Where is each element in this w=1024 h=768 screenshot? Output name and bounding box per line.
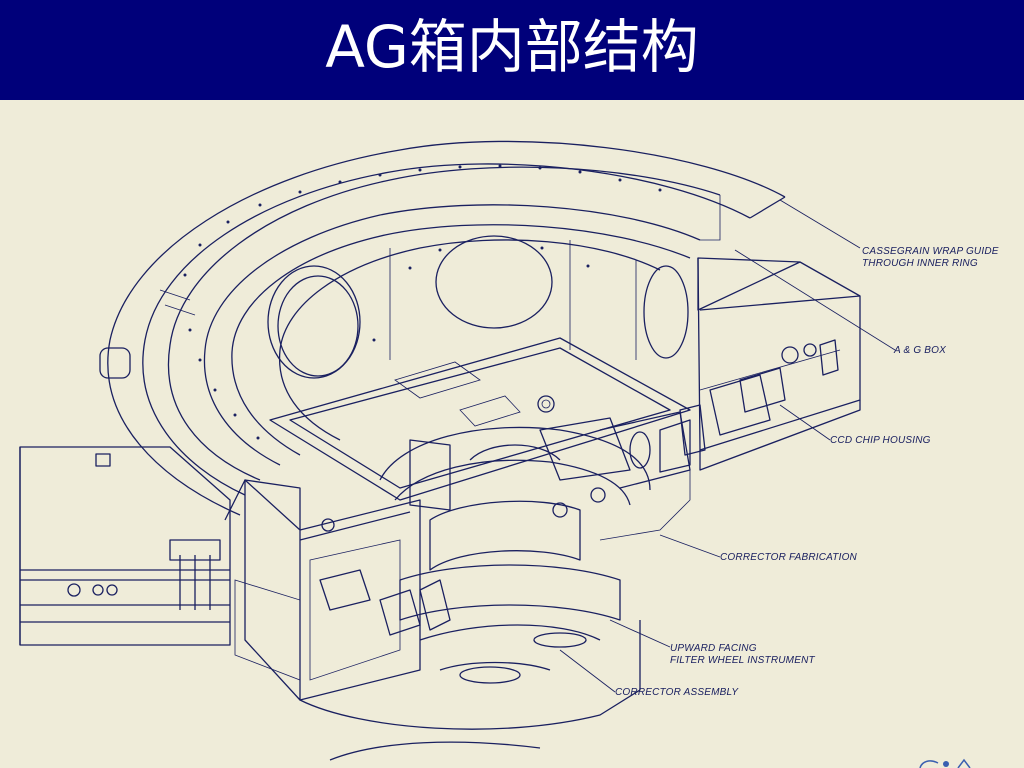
callout-line: THROUGH INNER RING [862, 258, 978, 269]
callout-ccd-chip-housing: CCD CHIP HOUSING [830, 435, 931, 447]
base-plate [269, 337, 691, 501]
slide-title: AG箱内部结构 [325, 13, 699, 81]
callout-line: CASSEGRAIN WRAP GUIDE [862, 246, 999, 257]
inner-ring [267, 235, 689, 441]
technical-drawing [0, 100, 1024, 768]
callout-line: CORRECTOR ASSEMBLY [615, 687, 739, 698]
outer-ring [107, 140, 786, 516]
callout-line: CCD CHIP HOUSING [830, 435, 931, 446]
callout-line: CORRECTOR FABRICATION [720, 552, 857, 563]
electronics-box [19, 347, 231, 646]
callout-ag-box: A & G BOX [894, 345, 946, 357]
callout-filter-wheel: UPWARD FACING FILTER WHEEL INSTRUMENT [670, 643, 815, 667]
viewport-left [267, 265, 361, 379]
callout-line: A & G BOX [894, 345, 947, 356]
leader-lines [559, 199, 896, 693]
callout-line: FILTER WHEEL INSTRUMENT [670, 655, 815, 666]
ag-box [659, 257, 861, 473]
corner-logo-icon [919, 758, 971, 768]
front-structure [224, 479, 421, 701]
viewport-right [643, 265, 689, 359]
callout-corrector-fabrication: CORRECTOR FABRICATION [720, 552, 857, 564]
bolt-holes [183, 164, 662, 440]
viewport-center [435, 235, 553, 329]
ag-box-cutaway-drawing [19, 140, 896, 761]
callout-corrector-assembly: CORRECTOR ASSEMBLY [615, 687, 738, 699]
callout-line: UPWARD FACING [670, 643, 757, 654]
corrector-fabrication [379, 411, 691, 571]
filter-wheel-assembly [299, 470, 691, 761]
slide-header: AG箱内部结构 [0, 0, 1024, 100]
callout-cassegrain-wrap-guide: CASSEGRAIN WRAP GUIDE THROUGH INNER RING [862, 246, 999, 270]
